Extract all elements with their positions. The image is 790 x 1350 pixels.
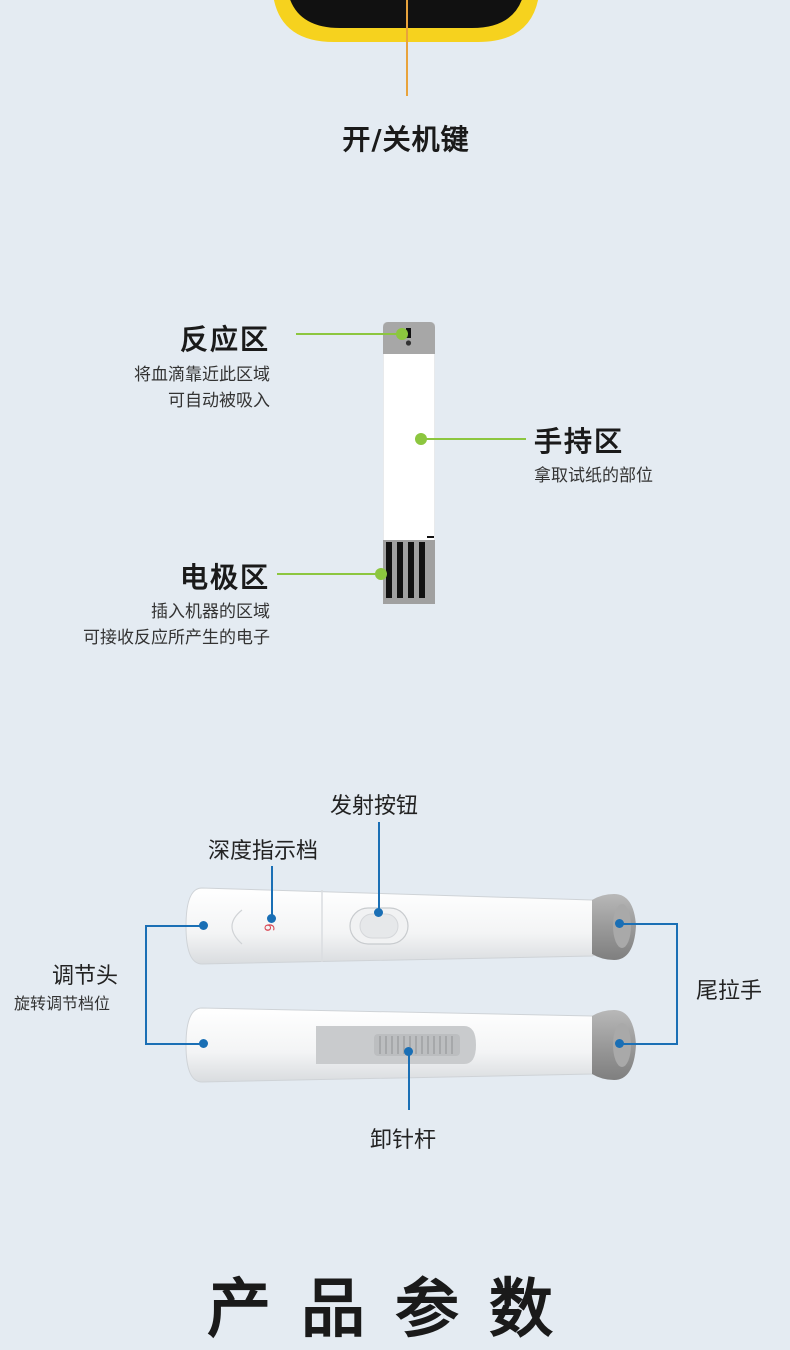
adjust-head-bracket-bottom (145, 1043, 203, 1045)
electrode-zone-pointer-line (277, 573, 381, 575)
handle-zone-pointer-line (422, 438, 526, 440)
depth-indicator-pointer-line (271, 866, 273, 918)
electrode-zone-desc-line-1: 插入机器的区域 (151, 602, 270, 622)
handle-zone-title: 手持区 (534, 425, 625, 458)
adjust-head-bracket-top (145, 925, 203, 927)
electrode-zone-title: 电极区 (179, 561, 270, 594)
adjust-head-bracket-vertical (145, 925, 147, 1045)
reaction-zone-pointer-dot (396, 328, 408, 340)
power-key-label: 开/关机键 (342, 123, 470, 156)
reaction-zone-desc: 将血滴靠近此区域 可自动被吸入 (40, 362, 270, 414)
handle-zone-desc: 拿取试纸的部位 (534, 466, 653, 486)
reaction-zone-desc-line-2: 可自动被吸入 (168, 391, 270, 411)
depth-indicator-label: 深度指示档 (208, 839, 319, 864)
electrode-zone-desc: 插入机器的区域 可接收反应所产生的电子 (20, 599, 270, 651)
tail-handle-label: 尾拉手 (696, 979, 763, 1004)
adjust-head-pointer-dot-top (199, 921, 208, 930)
release-button-pointer-dot (374, 908, 383, 917)
tail-handle-pointer-dot-top (615, 919, 624, 928)
eject-lever-pointer-dot (404, 1047, 413, 1056)
power-key-pointer-line (406, 0, 408, 96)
electrode-zone-pointer-dot (375, 568, 387, 580)
reaction-zone-desc-line-1: 将血滴靠近此区域 (134, 365, 270, 385)
tail-handle-pointer-dot-bottom (615, 1039, 624, 1048)
lancet-device-top-view (182, 880, 642, 974)
depth-level-number: 6 (260, 923, 276, 932)
lancet-device-side-view (182, 1002, 642, 1088)
adjust-head-pointer-dot-bottom (199, 1039, 208, 1048)
adjust-head-label: 调节头 (52, 964, 119, 989)
eject-lever-label: 卸针杆 (370, 1128, 437, 1153)
adjust-head-desc: 旋转调节档位 (14, 994, 111, 1013)
depth-indicator-pointer-dot (267, 914, 276, 923)
reaction-zone-pointer-line (296, 333, 400, 335)
test-strip (382, 321, 436, 605)
tail-handle-bracket-top (620, 923, 678, 925)
electrode-zone-desc-line-2: 可接收反应所产生的电子 (83, 628, 270, 648)
release-button-label: 发射按钮 (330, 794, 419, 819)
eject-lever-pointer-line (408, 1052, 410, 1110)
product-params-title: 产品参数 (207, 1273, 583, 1347)
reaction-zone-title: 反应区 (179, 323, 270, 356)
handle-zone-pointer-dot (415, 433, 427, 445)
tail-handle-bracket-bottom (620, 1043, 678, 1045)
tail-handle-bracket-vertical (676, 923, 678, 1045)
release-button-pointer-line (378, 822, 380, 912)
